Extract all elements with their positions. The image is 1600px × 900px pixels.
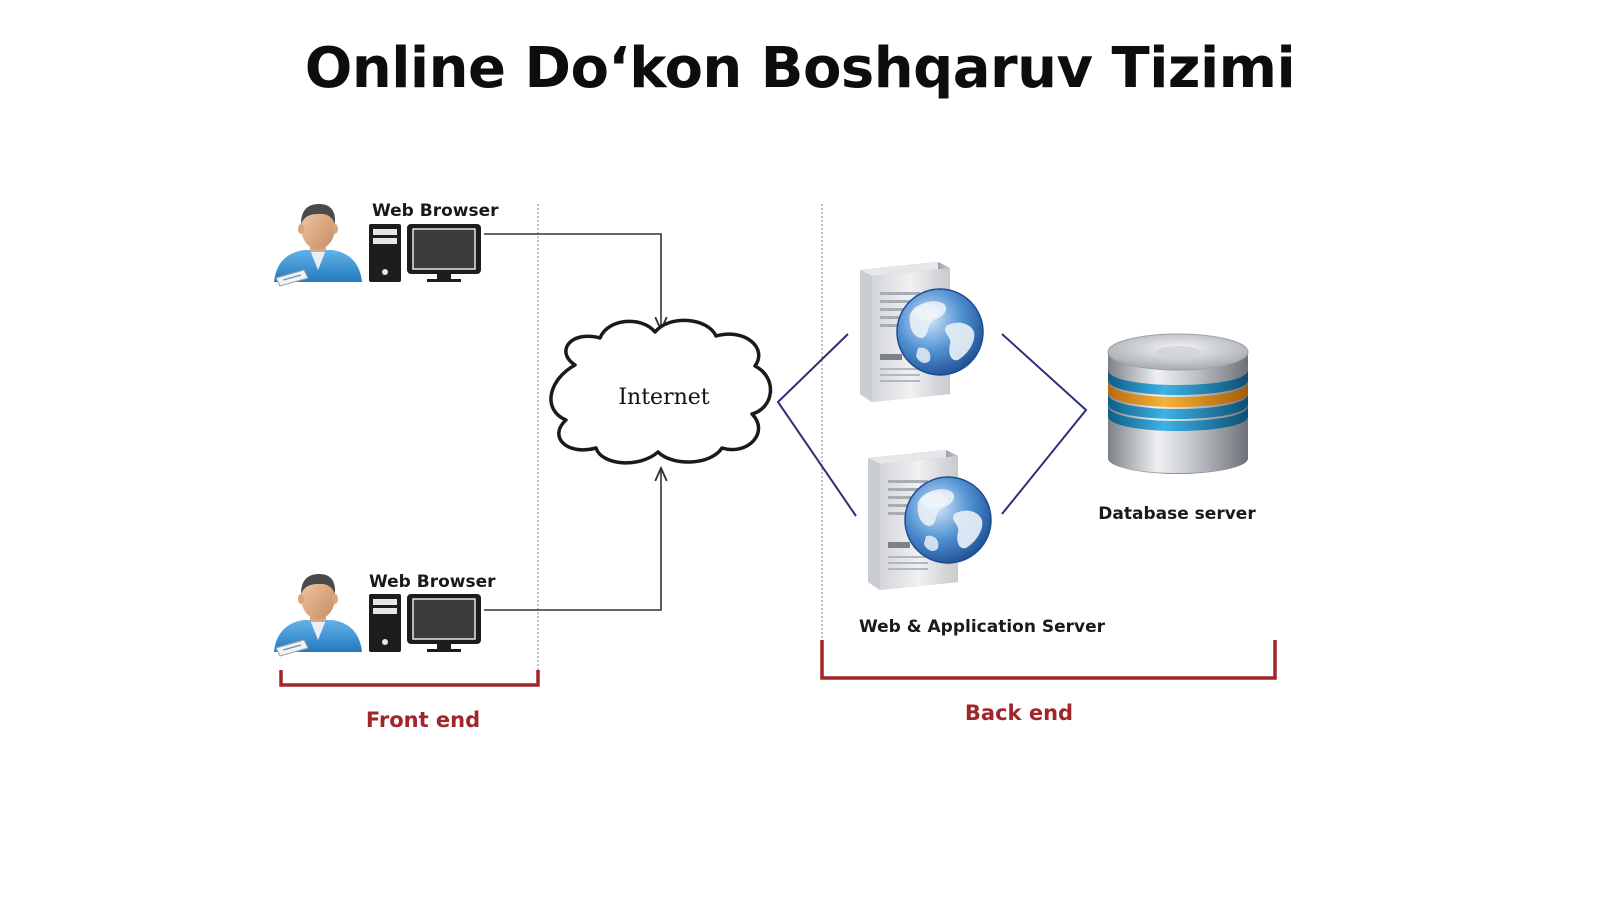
front-end-label: Front end [366, 708, 480, 732]
web-browser-bottom-node: Web Browser [273, 572, 496, 657]
app-server-label: Web & Application Server [859, 617, 1106, 637]
edge-internet-to-servers [776, 333, 857, 517]
back-end-bracket [820, 640, 1277, 680]
server-globe-icon [859, 261, 984, 403]
web-browser-bottom-label: Web Browser [369, 572, 496, 592]
back-end-group: Back end [820, 640, 1277, 725]
back-end-label: Back end [965, 701, 1073, 725]
web-browser-top-node: Web Browser [273, 201, 499, 287]
app-servers-node: Web & Application Server [859, 261, 1106, 637]
server-globe-icon [867, 449, 992, 591]
web-browser-top-label: Web Browser [372, 201, 499, 221]
database-label: Database server [1098, 504, 1256, 524]
slide-title: Online Do‘kon Boshqaruv Tizimi [304, 36, 1296, 101]
front-end-group: Front end [279, 670, 540, 732]
front-end-bracket [279, 670, 540, 687]
edge-browser-bottom-to-internet [484, 468, 661, 611]
internet-label: Internet [618, 385, 709, 410]
internet-node: Internet [549, 318, 773, 465]
edge-servers-to-database [1001, 333, 1088, 515]
cloud-icon [549, 318, 773, 465]
database-icon [1107, 333, 1249, 474]
edge-browser-top-to-internet [484, 233, 661, 330]
database-node: Database server [1098, 333, 1256, 524]
